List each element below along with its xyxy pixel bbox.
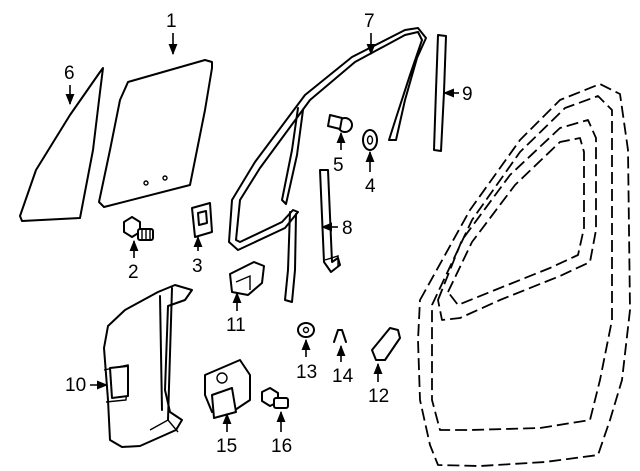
callout-p5: 5 <box>333 131 346 176</box>
callout-p15: 15 <box>216 412 237 457</box>
part-16-bolt <box>261 387 289 409</box>
callout-label-10: 10 <box>65 375 86 396</box>
door-shell-outline <box>417 83 631 467</box>
callout-label-4: 4 <box>365 176 376 197</box>
callout-p11: 11 <box>226 291 246 336</box>
callout-label-13: 13 <box>296 362 317 383</box>
callout-p14: 14 <box>332 344 354 387</box>
part-8-glass-channel <box>319 169 341 273</box>
callout-p8: 8 <box>320 218 353 239</box>
callout-label-16: 16 <box>271 436 292 457</box>
callout-p2: 2 <box>128 239 139 283</box>
callout-p12: 12 <box>368 362 389 407</box>
part-10-regulator <box>103 284 193 448</box>
callout-label-11: 11 <box>226 315 246 336</box>
part-11-bracket <box>229 261 265 296</box>
callout-p4: 4 <box>365 150 376 197</box>
part-5-bolt <box>327 114 353 133</box>
callout-p1: 1 <box>166 11 178 56</box>
callout-p6: 6 <box>64 63 75 106</box>
part-14-clip <box>333 329 347 343</box>
callout-label-6: 6 <box>64 63 75 84</box>
part-15-motor <box>204 359 251 419</box>
callout-label-14: 14 <box>332 366 354 387</box>
callout-label-5: 5 <box>333 155 344 176</box>
callout-label-1: 1 <box>166 11 177 32</box>
part-4-washer <box>362 129 378 151</box>
part-7-run-channel <box>228 27 427 303</box>
callout-p3: 3 <box>192 235 203 277</box>
callout-p16: 16 <box>271 410 292 457</box>
part-3-clip <box>191 202 213 238</box>
part-12-handle <box>371 327 401 361</box>
part-9-weatherstrip <box>433 34 447 152</box>
callout-label-8: 8 <box>342 218 353 239</box>
callout-label-12: 12 <box>368 386 389 407</box>
part-1-door-glass <box>98 59 213 208</box>
callout-label-9: 9 <box>462 84 473 105</box>
callout-label-7: 7 <box>364 11 375 32</box>
callout-p7: 7 <box>364 11 376 56</box>
part-6-vent-glass <box>19 67 104 222</box>
part-2-bolt <box>123 216 154 241</box>
callout-label-2: 2 <box>128 262 139 283</box>
part-13-washer <box>297 322 315 338</box>
callout-p10: 10 <box>65 375 109 396</box>
callout-label-15: 15 <box>216 436 237 457</box>
callout-label-3: 3 <box>192 256 203 277</box>
callout-p9: 9 <box>442 84 473 105</box>
callout-p13: 13 <box>296 338 317 383</box>
